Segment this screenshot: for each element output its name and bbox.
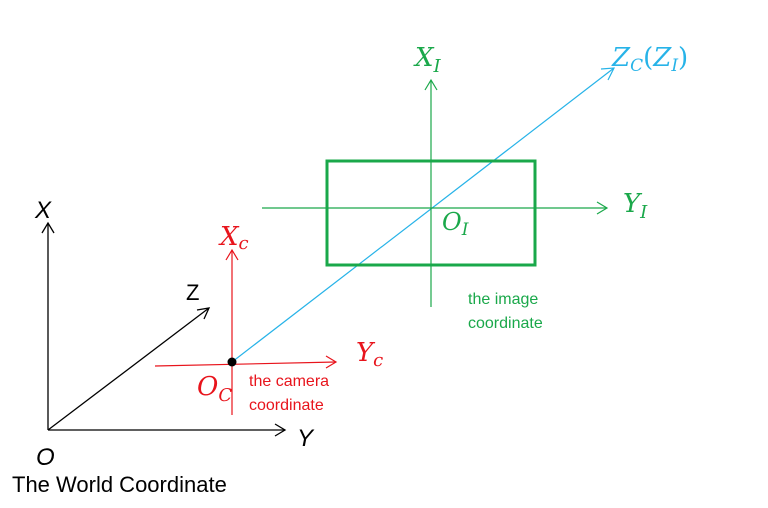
world-y-label: Y <box>297 425 315 452</box>
world-y-arrowhead <box>274 423 287 437</box>
image-x-arrowhead <box>424 78 438 91</box>
camera-y-axis <box>154 361 337 367</box>
camera-origin-point <box>227 357 237 367</box>
world-origin-label: O <box>36 444 55 471</box>
world-x-label: X <box>34 197 52 224</box>
camera-caption-line2: coordinate <box>249 397 324 414</box>
optical-axis-line <box>231 67 615 363</box>
world-x-arrowhead <box>41 221 55 234</box>
image-caption-line2: coordinate <box>468 315 543 332</box>
camera-coordinate-system <box>154 248 338 415</box>
image-x-label: XI <box>413 43 442 77</box>
camera-origin-label: OC <box>197 372 232 406</box>
image-coordinate-system <box>262 78 609 307</box>
optical-axis <box>231 67 616 363</box>
image-caption-line1: the image <box>468 291 538 308</box>
optical-axis-arrowhead <box>600 67 616 81</box>
world-coordinate-system <box>41 221 287 437</box>
world-caption: The World Coordinate <box>12 472 227 497</box>
world-z-label: Z <box>186 280 199 305</box>
camera-y-label: Yc <box>356 338 383 371</box>
world-z-axis <box>47 307 210 431</box>
camera-caption-line1: the camera <box>249 373 329 390</box>
image-origin-label: OI <box>442 208 469 240</box>
camera-x-label: Xc <box>218 222 249 254</box>
image-y-label: YI <box>623 189 648 223</box>
world-z-arrowhead <box>196 307 211 320</box>
image-y-arrowhead <box>596 201 609 215</box>
camera-y-arrowhead <box>325 355 338 369</box>
camera-x-arrowhead <box>225 248 239 261</box>
optical-axis-label: ZC(ZI) <box>611 43 688 76</box>
